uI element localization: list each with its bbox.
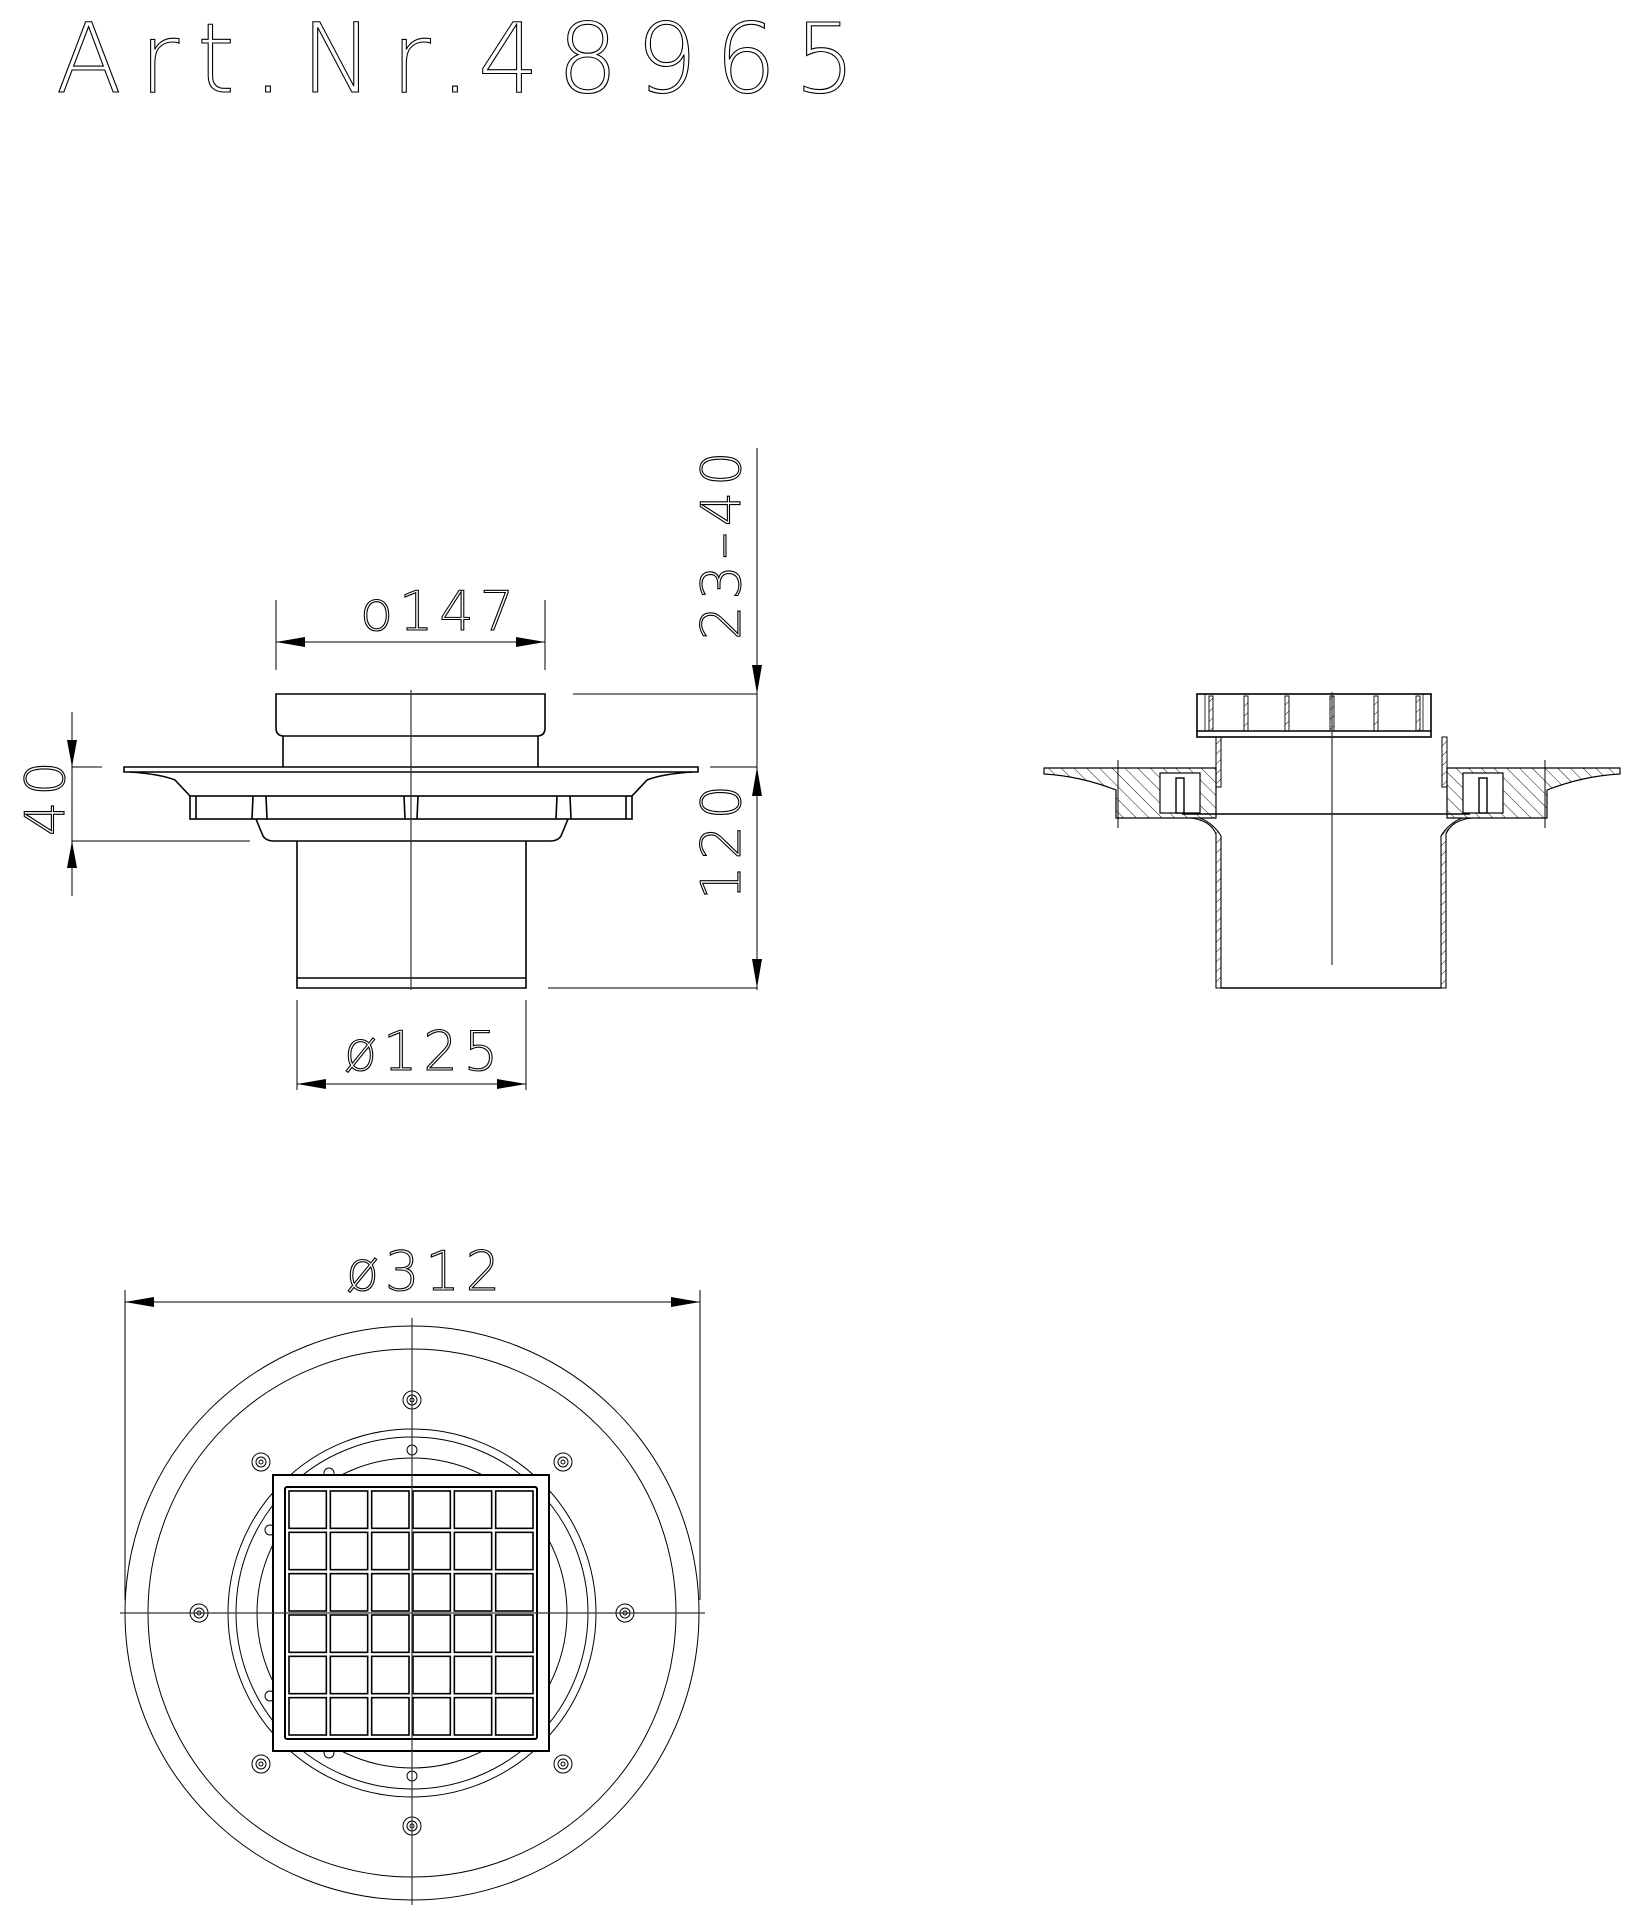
grate-cell: [412, 1696, 452, 1736]
dim-text-adjust-height: 23–40: [690, 446, 753, 640]
grate-cell: [412, 1614, 452, 1654]
grate-cell: [494, 1655, 534, 1695]
dim-right-vertical: 23–40 120: [548, 445, 762, 990]
grate-cell: [453, 1531, 493, 1571]
ring-tabs: [195, 795, 627, 820]
grate-cell: [329, 1572, 369, 1612]
grate-cell: [412, 1490, 452, 1530]
grate-cell: [412, 1572, 452, 1612]
grate-cell: [453, 1614, 493, 1654]
grate-cell: [370, 1614, 410, 1654]
article-number: 48965: [478, 3, 873, 115]
grate-cell: [288, 1614, 328, 1654]
article-label: Art.Nr.: [56, 3, 488, 115]
plan-view: ø312: [120, 1239, 705, 1905]
grate-cell: [453, 1572, 493, 1612]
grate-cell: [329, 1490, 369, 1530]
grate-cell: [494, 1572, 534, 1612]
neck: [282, 736, 539, 767]
title-block: Art.Nr. 48965: [55, 2, 873, 115]
grate-cell: [370, 1531, 410, 1571]
section-cap-ribs: [1208, 695, 1421, 732]
grate-cell: [329, 1696, 369, 1736]
grate-cell: [288, 1531, 328, 1571]
cap-outline: [275, 693, 546, 737]
dim-left-vertical: 40: [13, 712, 250, 896]
grate-cell: [494, 1490, 534, 1530]
grate-cell: [288, 1490, 328, 1530]
section-pipe-right-wall: [1440, 817, 1473, 989]
grate-cell: [370, 1655, 410, 1695]
dim-text-flange-height: 40: [14, 755, 77, 836]
dim-text-outer-diameter: ø312: [346, 1240, 506, 1303]
grate-cell: [288, 1655, 328, 1695]
dim-top-diameter: o147: [275, 579, 546, 670]
flange-taper: [129, 771, 693, 797]
grate-cell: [329, 1531, 369, 1571]
grate-cell: [494, 1531, 534, 1571]
dim-text-body-height: 120: [690, 779, 753, 900]
grate-cell: [329, 1655, 369, 1695]
grate-cell: [412, 1655, 452, 1695]
section-pipe-left-wall: [1189, 817, 1222, 989]
grate-cell: [453, 1490, 493, 1530]
flange-plate: [123, 766, 699, 773]
skirt: [255, 818, 569, 842]
grate-cell: [288, 1696, 328, 1736]
grate-cell: [412, 1531, 452, 1571]
grate-cell: [453, 1696, 493, 1736]
dim-pipe-diameter: ø125: [296, 1000, 527, 1090]
dim-text-pipe-diameter: ø125: [344, 1020, 504, 1083]
grate-cell: [453, 1655, 493, 1695]
dim-text-top-diameter: o147: [360, 580, 520, 643]
grate-cell: [494, 1614, 534, 1654]
grate-cells: [288, 1490, 534, 1736]
grate-cell: [494, 1696, 534, 1736]
dim-outer-diameter: ø312: [124, 1239, 701, 1600]
screw-icon: [553, 1452, 573, 1472]
grate-cell: [370, 1572, 410, 1612]
grate-cell: [370, 1696, 410, 1736]
screw-icon: [553, 1754, 573, 1774]
screw-icon: [251, 1452, 271, 1472]
side-view: o147 ø125 23–40 120: [13, 445, 762, 1090]
section-view: [1043, 692, 1621, 989]
screw-icon: [251, 1754, 271, 1774]
grate-cell: [329, 1614, 369, 1654]
grate-cell: [370, 1490, 410, 1530]
grate-cell: [288, 1572, 328, 1612]
